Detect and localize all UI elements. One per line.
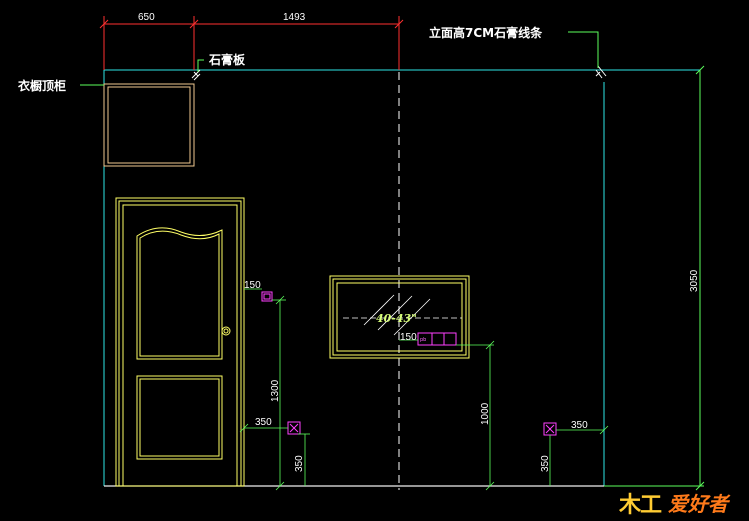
socket-tv-label: pb — [420, 337, 426, 343]
dim-socket-top-offset: 150 — [244, 280, 261, 291]
socket-right — [543, 422, 557, 436]
label-elevation-molding: 立面高7CM石膏线条 — [429, 25, 543, 40]
top-dimension-chain — [99, 16, 404, 70]
svg-text:木: 木 — [618, 492, 642, 518]
wardrobe-top-cabinet — [103, 83, 195, 167]
gypsum-leader — [197, 59, 204, 72]
label-wardrobe-top: 衣橱顶柜 — [18, 78, 66, 93]
muggong-logo-icon: 木 工 — [618, 492, 662, 518]
dim-socket-right-offset: 350 — [571, 420, 588, 431]
door-handle — [221, 326, 231, 336]
tv-frame — [329, 275, 470, 359]
dim-socket-low: 350 — [294, 455, 305, 472]
dim-top-right: 1493 — [283, 12, 306, 23]
right-dimension — [604, 65, 705, 491]
socket-high-left — [261, 291, 273, 302]
label-gypsum-board: 石膏板 — [208, 52, 246, 67]
tv-diagonals — [363, 294, 431, 336]
watermark: 木 工 爱好者 — [618, 492, 731, 518]
dim-socket-left-offset: 350 — [255, 417, 272, 428]
dim-total-height: 3050 — [689, 269, 700, 292]
svg-text:工: 工 — [640, 492, 662, 518]
dim-top-left: 650 — [138, 12, 155, 23]
molding-corner-right — [595, 65, 607, 79]
dim-socket-high: 1300 — [270, 379, 281, 402]
wall-outline — [103, 69, 700, 486]
tv-size-text: 40-43" — [376, 312, 417, 325]
dim-tv-socket-height: 1000 — [480, 402, 491, 425]
molding-leader — [568, 31, 599, 68]
dim-socket-right-height: 350 — [540, 455, 551, 472]
dim-tv-socket-offset: 150 — [400, 332, 417, 343]
watermark-text: 爱好者 — [668, 492, 731, 516]
molding-corner-left — [191, 69, 201, 81]
socket-low-left — [287, 421, 301, 435]
door — [115, 197, 245, 487]
socket-tv — [417, 332, 457, 346]
socket-dimensions — [239, 288, 609, 491]
